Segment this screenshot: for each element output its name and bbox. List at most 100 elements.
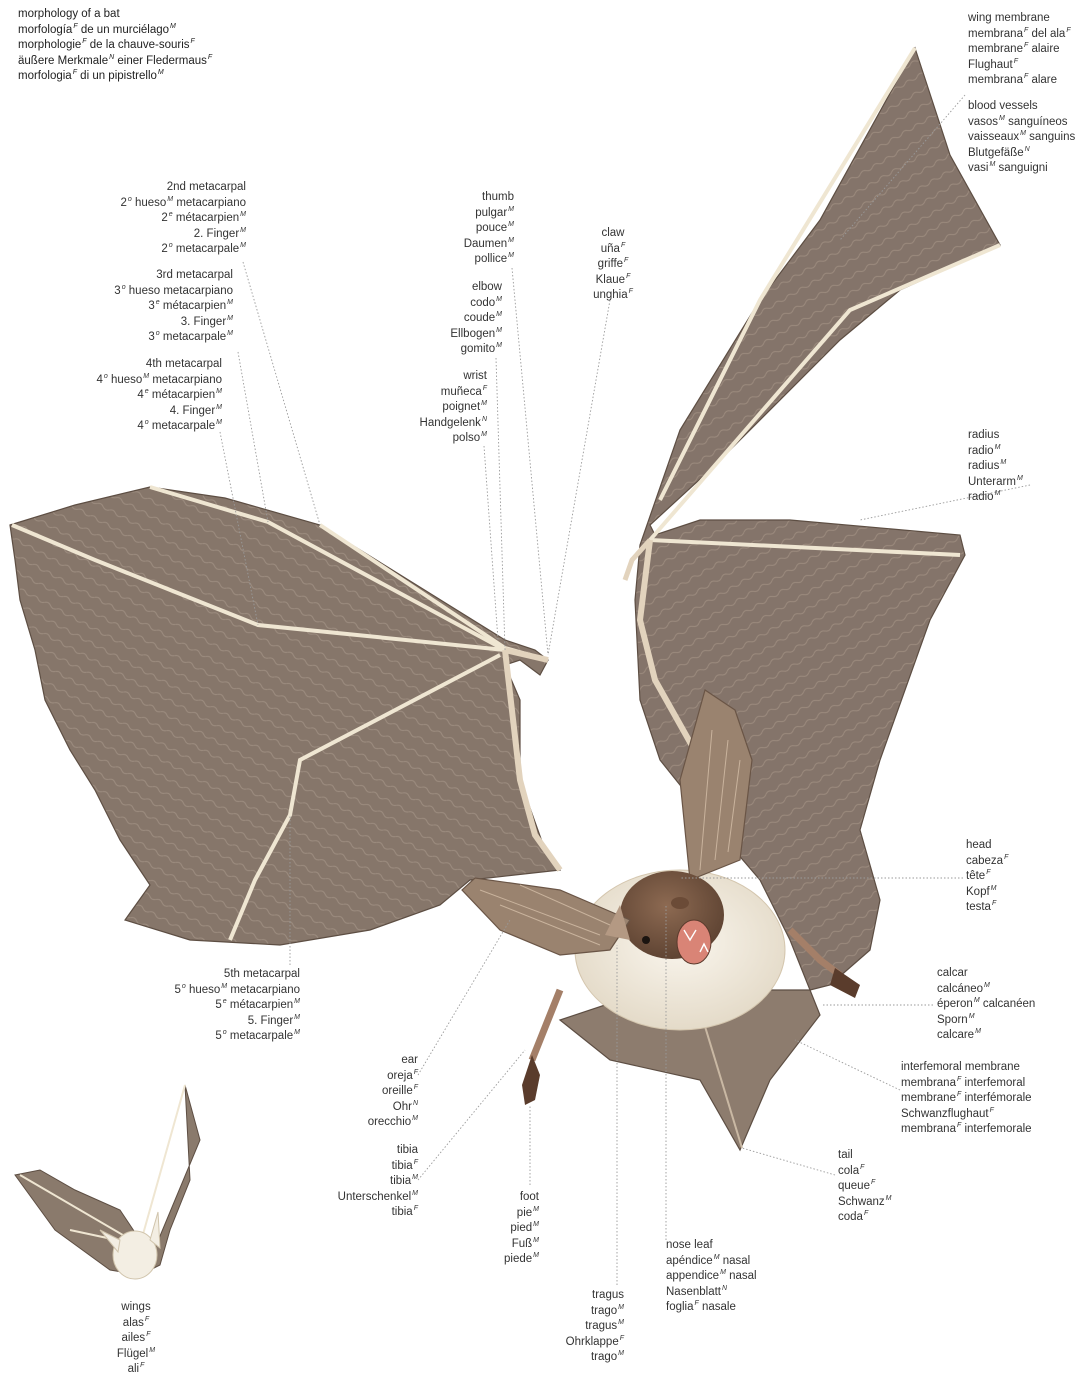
label-line: tragoM [566,1350,624,1366]
label-line: radiusM [968,459,1023,475]
label-line: 3rd metacarpal [114,268,233,284]
label-line: EllbogenM [450,327,502,343]
right-wing [625,48,1000,990]
label-line: muñecaF [420,385,487,401]
label-line: 4th metacarpal [96,357,222,373]
label-line: cabezaF [966,854,1008,870]
label-line: tail [838,1148,892,1164]
label-line: 2e métacarpienM [120,211,246,227]
label-line: SchwanzflughautF [901,1107,1032,1123]
label-line: blood vessels [968,99,1075,115]
label-line: piedM [504,1221,539,1237]
left-ear [462,878,630,955]
label-line: testaF [966,900,1008,916]
label-line: pulgarM [464,206,514,222]
label-interfemoral-membrane: interfemoral membranemembranaF interfemo… [901,1060,1032,1138]
label-tail: tailcolaFqueueFSchwanzMcodaF [838,1148,892,1226]
label-line: calcareM [937,1028,1035,1044]
label-line: radius [968,428,1023,444]
label-line: ailesF [96,1331,176,1347]
label-line: 4. FingerM [96,404,222,420]
label-line: aliF [96,1362,176,1378]
label-line: SpornM [937,1013,1035,1029]
left-foot [522,1055,540,1105]
label-line: OhrklappeF [566,1335,624,1351]
label-line: 5o huesoM metacarpiano [174,983,300,999]
label-line: calcáneoM [937,982,1035,998]
label-line: griffeF [587,257,639,273]
nose-leaf [671,897,689,909]
title-line: morfologiaF di un pipistrelloM [18,69,212,85]
label-line: SchwanzM [838,1195,892,1211]
label-line: head [966,838,1008,854]
label-line: nose leaf [666,1238,757,1254]
label-line: tragoM [566,1304,624,1320]
label-line: orecchioM [368,1115,418,1131]
label-line: pouceM [464,221,514,237]
label-line: 2o metacarpaleM [120,242,246,258]
label-line: têteF [966,869,1008,885]
label-line: tragusM [566,1319,624,1335]
label-line: 5o metacarpaleM [174,1029,300,1045]
title-line: morfologíaF de un murciélagoM [18,23,212,39]
label-line: 5e métacarpienM [174,998,300,1014]
label-line: tibiaM [338,1174,418,1190]
label-tragus: tragustragoMtragusMOhrklappeFtragoM [566,1288,624,1366]
mouth [677,920,711,964]
label-line: coudeM [450,311,502,327]
label-line: membranaF alare [968,73,1071,89]
label-line: oreilleF [368,1084,418,1100]
eye [642,936,650,944]
label-line: UnterschenkelM [338,1190,418,1206]
label-line: poignetM [420,400,487,416]
label-line: claw [587,226,639,242]
label-line: codoM [450,296,502,312]
label-line: elbow [450,280,502,296]
label-line: membraneF alaire [968,42,1071,58]
label-line: 3e métacarpienM [114,299,233,315]
label-line: FlügelM [96,1347,176,1363]
label-line: tibiaF [338,1159,418,1175]
label-line: FlughautF [968,58,1071,74]
small-bat-wings [15,1085,200,1279]
label-line: wings [96,1300,176,1316]
label-line: 3. FingerM [114,315,233,331]
label-line: HandgelenkN [420,416,487,432]
label-line: radioM [968,444,1023,460]
label-line: pieM [504,1206,539,1222]
label-line: foot [504,1190,539,1206]
label-line: codaF [838,1210,892,1226]
label-line: fogliaF nasale [666,1300,757,1316]
label-line: membranaF interfemorale [901,1122,1032,1138]
label-line: piedeM [504,1252,539,1268]
label-blood-vessels: blood vesselsvasosM sanguíneosvaisseauxM… [968,99,1075,177]
label-line: gomitoM [450,342,502,358]
label-line: 2nd metacarpal [120,180,246,196]
label-line: calcar [937,966,1035,982]
label-line: tibia [338,1143,418,1159]
label-line: membranaF del alaF [968,27,1071,43]
label-line: 3o hueso metacarpiano [114,284,233,300]
label-line: uñaF [587,242,639,258]
label-line: tibiaF [338,1205,418,1221]
label-line: ear [368,1053,418,1069]
label-line: unghiaF [587,288,639,304]
left-wing [10,487,560,945]
label-line: 4e métacarpienM [96,388,222,404]
label-line: 2. FingerM [120,227,246,243]
label-line: 5. FingerM [174,1014,300,1030]
label-line: 5th metacarpal [174,967,300,983]
label-line: NasenblattN [666,1285,757,1301]
